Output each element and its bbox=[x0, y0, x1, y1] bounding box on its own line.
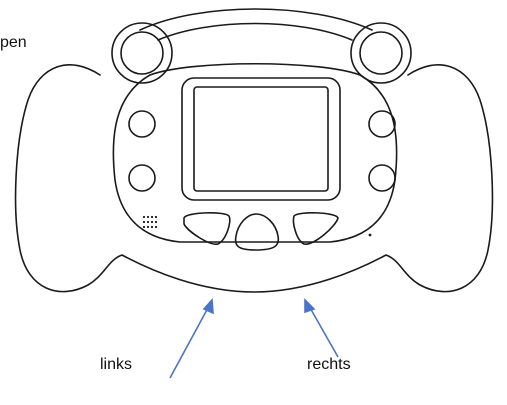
right-pointer-arrow-line bbox=[308, 305, 339, 358]
left-pointer-arrow-line bbox=[169, 305, 210, 379]
right-lens-inner bbox=[359, 31, 403, 75]
top-handle-inner bbox=[157, 22, 353, 41]
label-left: links bbox=[100, 356, 133, 373]
top-handle-outer bbox=[139, 8, 373, 31]
controller-face-outline bbox=[112, 63, 398, 243]
right-lower-button[interactable] bbox=[368, 164, 396, 192]
left-lower-button[interactable] bbox=[128, 164, 156, 192]
left-lens-inner bbox=[120, 31, 164, 75]
partial-label-top-left: pen bbox=[0, 34, 27, 51]
right-upper-button[interactable] bbox=[368, 110, 396, 138]
left-pointer-arrowhead bbox=[202, 298, 214, 315]
left-lens-outer bbox=[111, 22, 173, 84]
screen-display bbox=[193, 86, 329, 192]
left-arrow-button[interactable] bbox=[183, 212, 231, 245]
speaker-grille bbox=[142, 215, 158, 229]
right-lens-outer bbox=[350, 22, 412, 84]
indicator-dot bbox=[368, 233, 372, 237]
center-button[interactable] bbox=[234, 213, 280, 251]
left-upper-button[interactable] bbox=[128, 110, 156, 138]
screen-bezel bbox=[181, 77, 341, 201]
controller-body-outline bbox=[14, 64, 494, 293]
label-right: rechts bbox=[307, 356, 351, 373]
right-pointer-arrowhead bbox=[304, 298, 316, 314]
right-arrow-button[interactable] bbox=[292, 212, 339, 245]
